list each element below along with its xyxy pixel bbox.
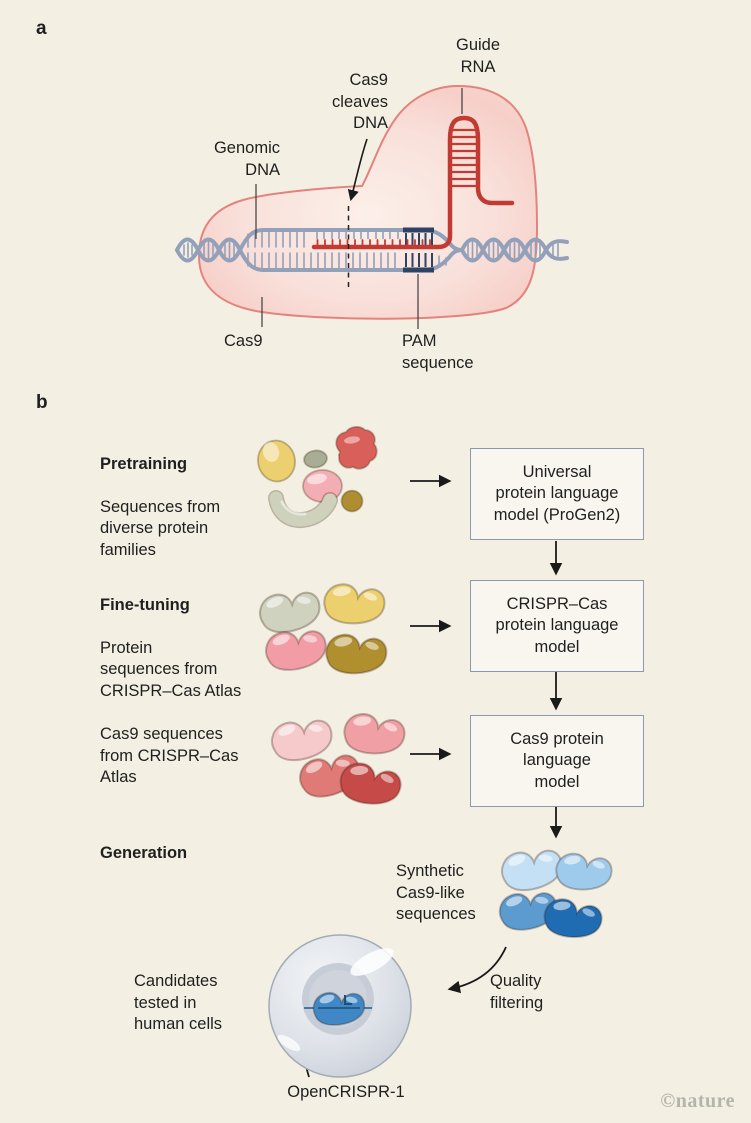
box-cas9-model: Cas9 protein language model	[470, 715, 644, 807]
cas9-bean-light-pink	[269, 717, 335, 764]
nature-credit: ©nature	[660, 1090, 735, 1112]
opencrispr-label: OpenCRISPR-1	[287, 1083, 405, 1101]
finetune-bean-pink	[263, 628, 329, 673]
pretraining-text: Pretraining Sequences from diverse prote…	[100, 432, 260, 583]
cell-highlight	[350, 948, 394, 976]
guide-rna-label: Guide RNA	[455, 36, 501, 76]
helix-rungs	[183, 241, 559, 259]
genomic-dna-label: Genomic DNA	[213, 139, 280, 179]
panel-b-art	[257, 425, 615, 1078]
panel-a-label: a	[36, 18, 47, 39]
finetuning-text: Fine-tuning Protein sequences from CRISP…	[100, 573, 270, 724]
pretraining-protein-blobs	[257, 425, 378, 529]
generation-title: Generation	[100, 844, 188, 862]
guide-rna-pairing-rungs	[316, 239, 431, 248]
pretrain-sage-oval-blob	[303, 449, 328, 469]
cleave-arrow	[347, 138, 368, 202]
cas9-sequences-text: Cas9 sequences from CRISPR–Cas Atlas	[100, 725, 239, 786]
pretrain-sage-worm-blob	[268, 490, 338, 529]
finetuning-description: Protein sequences from CRISPR–Cas Atlas	[100, 638, 242, 700]
pretrain-egg-blob	[257, 439, 296, 483]
genomic-dna-helix	[175, 228, 569, 272]
synthetic-bean-dark	[540, 894, 606, 944]
opencrispr-protein	[304, 991, 372, 1026]
finetune-bean-olive	[323, 631, 389, 678]
box-universal-model: Universal protein language model (ProGen…	[470, 448, 644, 540]
bubble-rungs-bottom	[247, 252, 447, 270]
synthetic-label: Synthetic Cas9-like sequences	[396, 862, 476, 923]
synthetic-bean-lightest	[499, 847, 565, 894]
candidates-label: Candidates tested in human cells	[134, 972, 223, 1033]
box-cas9-model-label: Cas9 protein language model	[510, 729, 604, 791]
cas9-protein-beans	[269, 710, 408, 812]
pam-label: PAM sequence	[402, 332, 474, 372]
pam-marks	[403, 227, 434, 273]
finetune-protein-beans	[257, 580, 389, 678]
cas9-label: Cas9	[224, 332, 263, 350]
panel-b-label: b	[36, 392, 48, 413]
cleave-label: Cas9 cleaves DNA	[332, 71, 388, 132]
pretraining-description: Sequences from diverse protein families	[100, 497, 221, 559]
pretrain-olive-blob	[340, 489, 364, 513]
pretraining-title: Pretraining	[100, 454, 188, 473]
quality-filter-arrow	[447, 946, 507, 994]
guide-rna-stem-rungs	[451, 128, 477, 188]
quality-filtering-label: Quality filtering	[490, 972, 544, 1012]
synthetic-bean-light	[553, 850, 615, 895]
guide-rna-hairpin	[311, 115, 515, 250]
cas9-bean-dark-red	[335, 758, 405, 812]
box-crispr-cas-model-label: CRISPR–Cas protein language model	[495, 594, 619, 656]
box-crispr-cas-model: CRISPR–Cas protein language model	[470, 580, 644, 672]
cas9-bean-medium-pink	[340, 710, 408, 760]
pretrain-red-splat-blob	[335, 425, 378, 470]
bubble-rungs-top	[247, 231, 399, 248]
finetune-bean-yellow	[320, 580, 388, 629]
human-cell	[268, 934, 412, 1078]
finetuning-title: Fine-tuning	[100, 595, 190, 614]
synthetic-blue-beans	[497, 847, 615, 944]
label-pointer-lines	[255, 88, 463, 329]
box-universal-model-label: Universal protein language model (ProGen…	[493, 462, 621, 524]
panel-a-art	[175, 84, 569, 329]
